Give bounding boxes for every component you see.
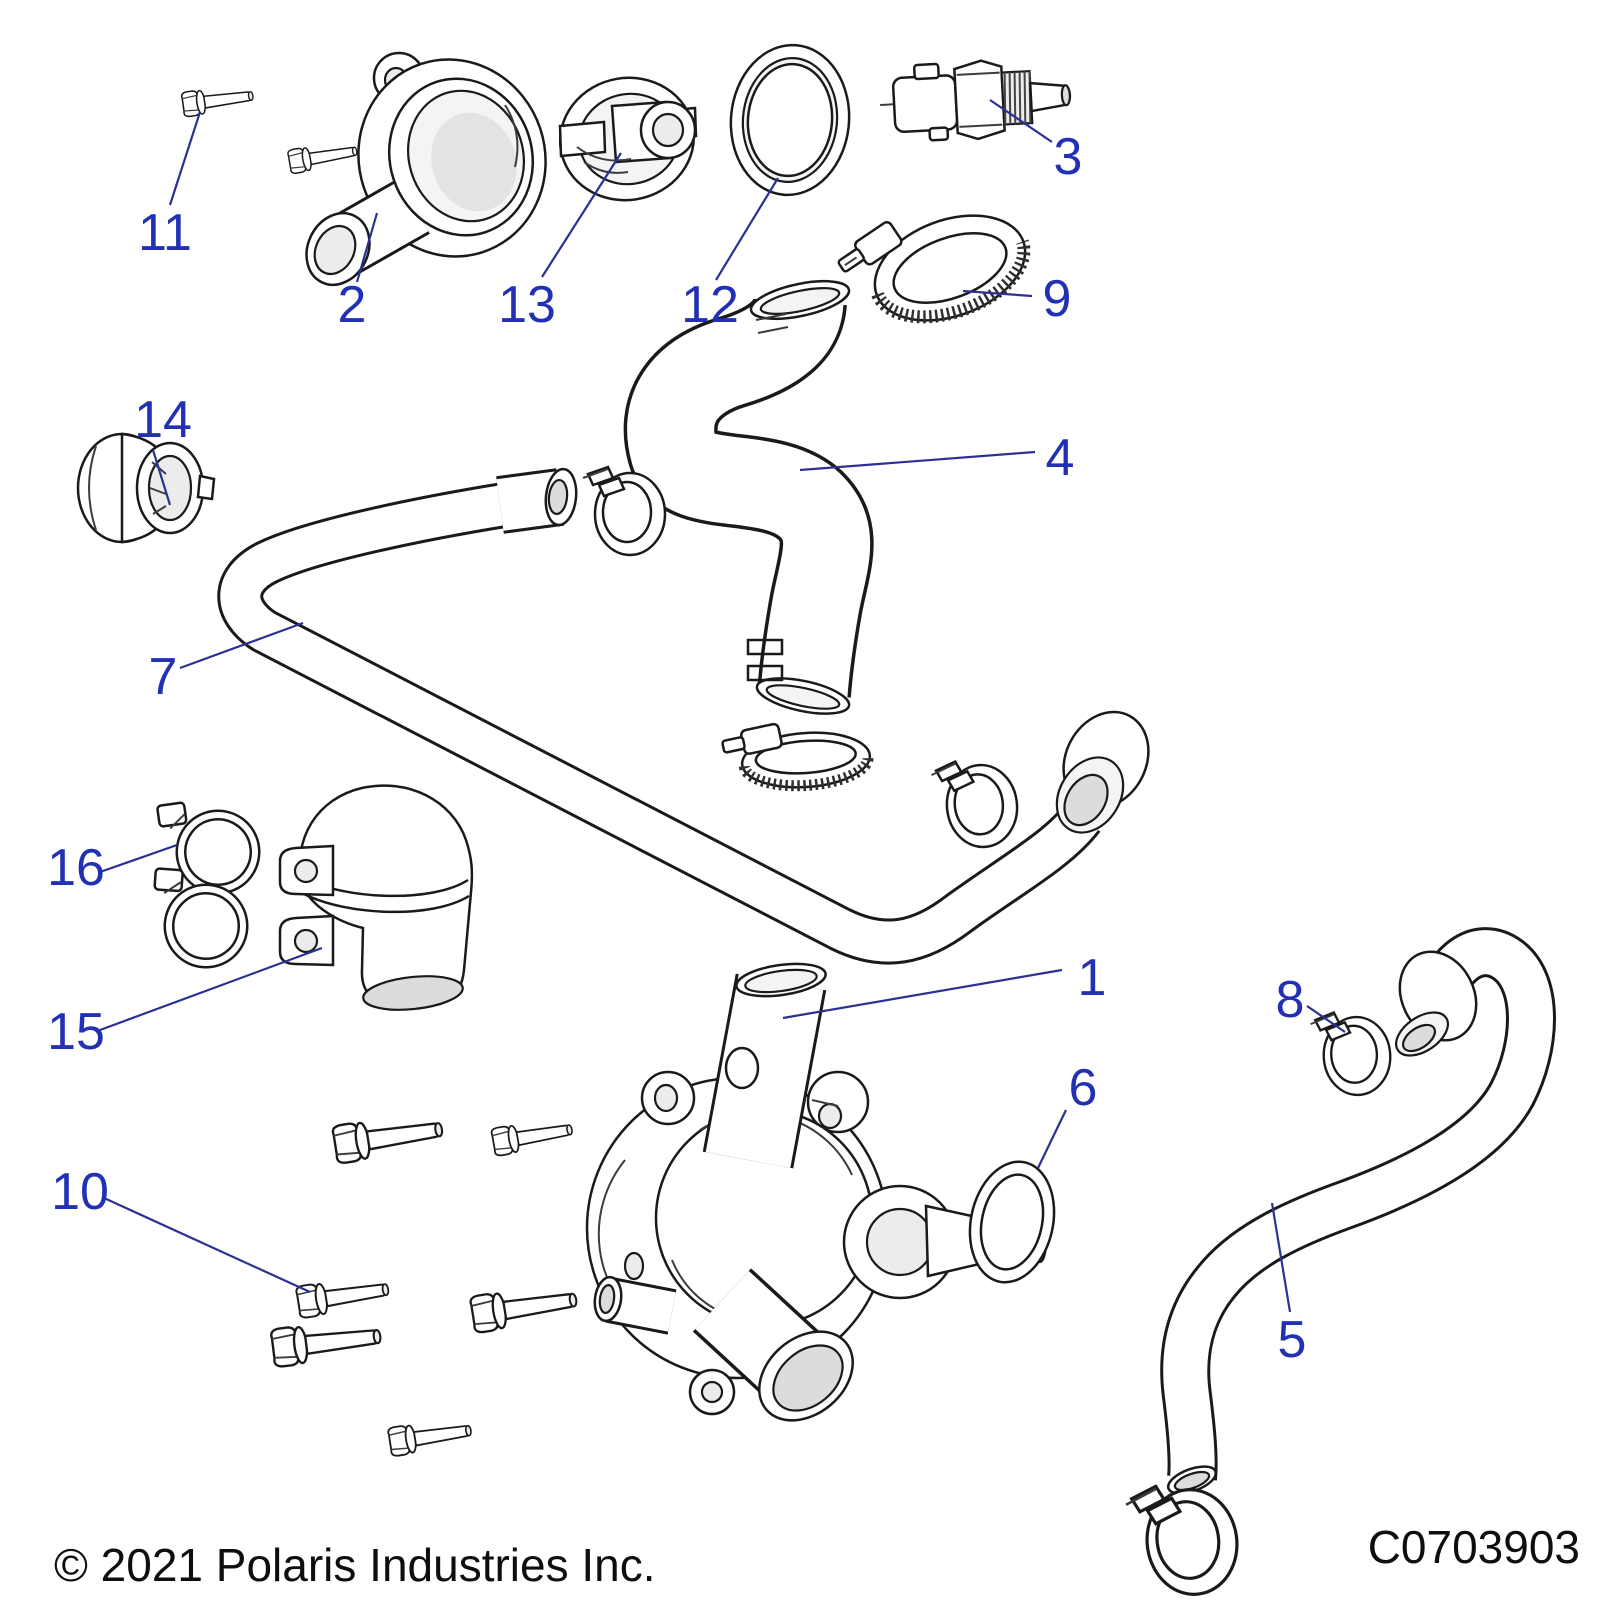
leader-line-2 [355, 212, 379, 283]
callout-11: 11 [138, 204, 192, 262]
leader-line-6 [1037, 1109, 1067, 1169]
leader-lines [99, 99, 1346, 1313]
leader-line-12 [715, 177, 779, 281]
leader-line-1 [782, 968, 1063, 1020]
leader-line-14 [151, 449, 172, 506]
callout-12: 12 [681, 276, 739, 334]
callout-1: 1 [1078, 949, 1107, 1007]
diagram-code: C0703903 [1367, 1521, 1580, 1573]
leader-line-15 [99, 946, 323, 1032]
leader-line-16 [99, 843, 178, 874]
part-14-clamp [76, 432, 216, 544]
leader-line-3 [989, 99, 1053, 143]
spring-clamp-mid [929, 754, 1023, 853]
part-11-screw-b [286, 137, 360, 175]
part-4-hose [623, 279, 874, 715]
callout-14: 14 [134, 391, 192, 449]
part-10-bolts [269, 1108, 581, 1458]
clamp-below-hose-5 [1122, 1474, 1246, 1600]
part-6-o-ring [968, 1160, 1056, 1284]
leader-line-5 [1270, 1202, 1292, 1313]
leader-line-7 [179, 621, 304, 670]
callout-10: 10 [51, 1163, 109, 1221]
callout-13: 13 [498, 276, 556, 334]
part-5-hose [1160, 927, 1556, 1495]
part-16-clamps [150, 793, 260, 965]
part-2-thermostat-housing [305, 51, 547, 287]
leader-line-10 [103, 1196, 311, 1294]
callout-15: 15 [47, 1003, 105, 1061]
callout-3: 3 [1054, 128, 1083, 186]
callout-5: 5 [1278, 1311, 1307, 1369]
callout-9: 9 [1043, 270, 1072, 328]
part-12-seal [729, 43, 851, 197]
leader-line-13 [541, 152, 622, 278]
callout-4: 4 [1046, 429, 1075, 487]
callout-2: 2 [338, 276, 367, 334]
part-9-clamp [837, 214, 1031, 324]
part-13-thermostat [558, 76, 698, 202]
part-1-water-pump [585, 962, 1048, 1422]
clamp-below-hose-4 [721, 722, 874, 792]
callout-8: 8 [1276, 971, 1305, 1029]
leader-line-9 [962, 289, 1033, 298]
callout-7: 7 [149, 648, 178, 706]
copyright-text: © 2021 Polaris Industries Inc. [54, 1539, 656, 1591]
part-3-temp-sensor [880, 59, 1072, 142]
leader-line-4 [799, 450, 1036, 472]
part-7-hose [217, 467, 1150, 965]
part-11-screw [180, 81, 256, 118]
leader-line-11 [168, 111, 202, 206]
callout-6: 6 [1069, 1059, 1098, 1117]
callout-16: 16 [47, 839, 105, 897]
leader-line-8 [1306, 1005, 1346, 1033]
part-8-clamp [1308, 1008, 1394, 1099]
part-15-fitting [278, 784, 474, 1011]
